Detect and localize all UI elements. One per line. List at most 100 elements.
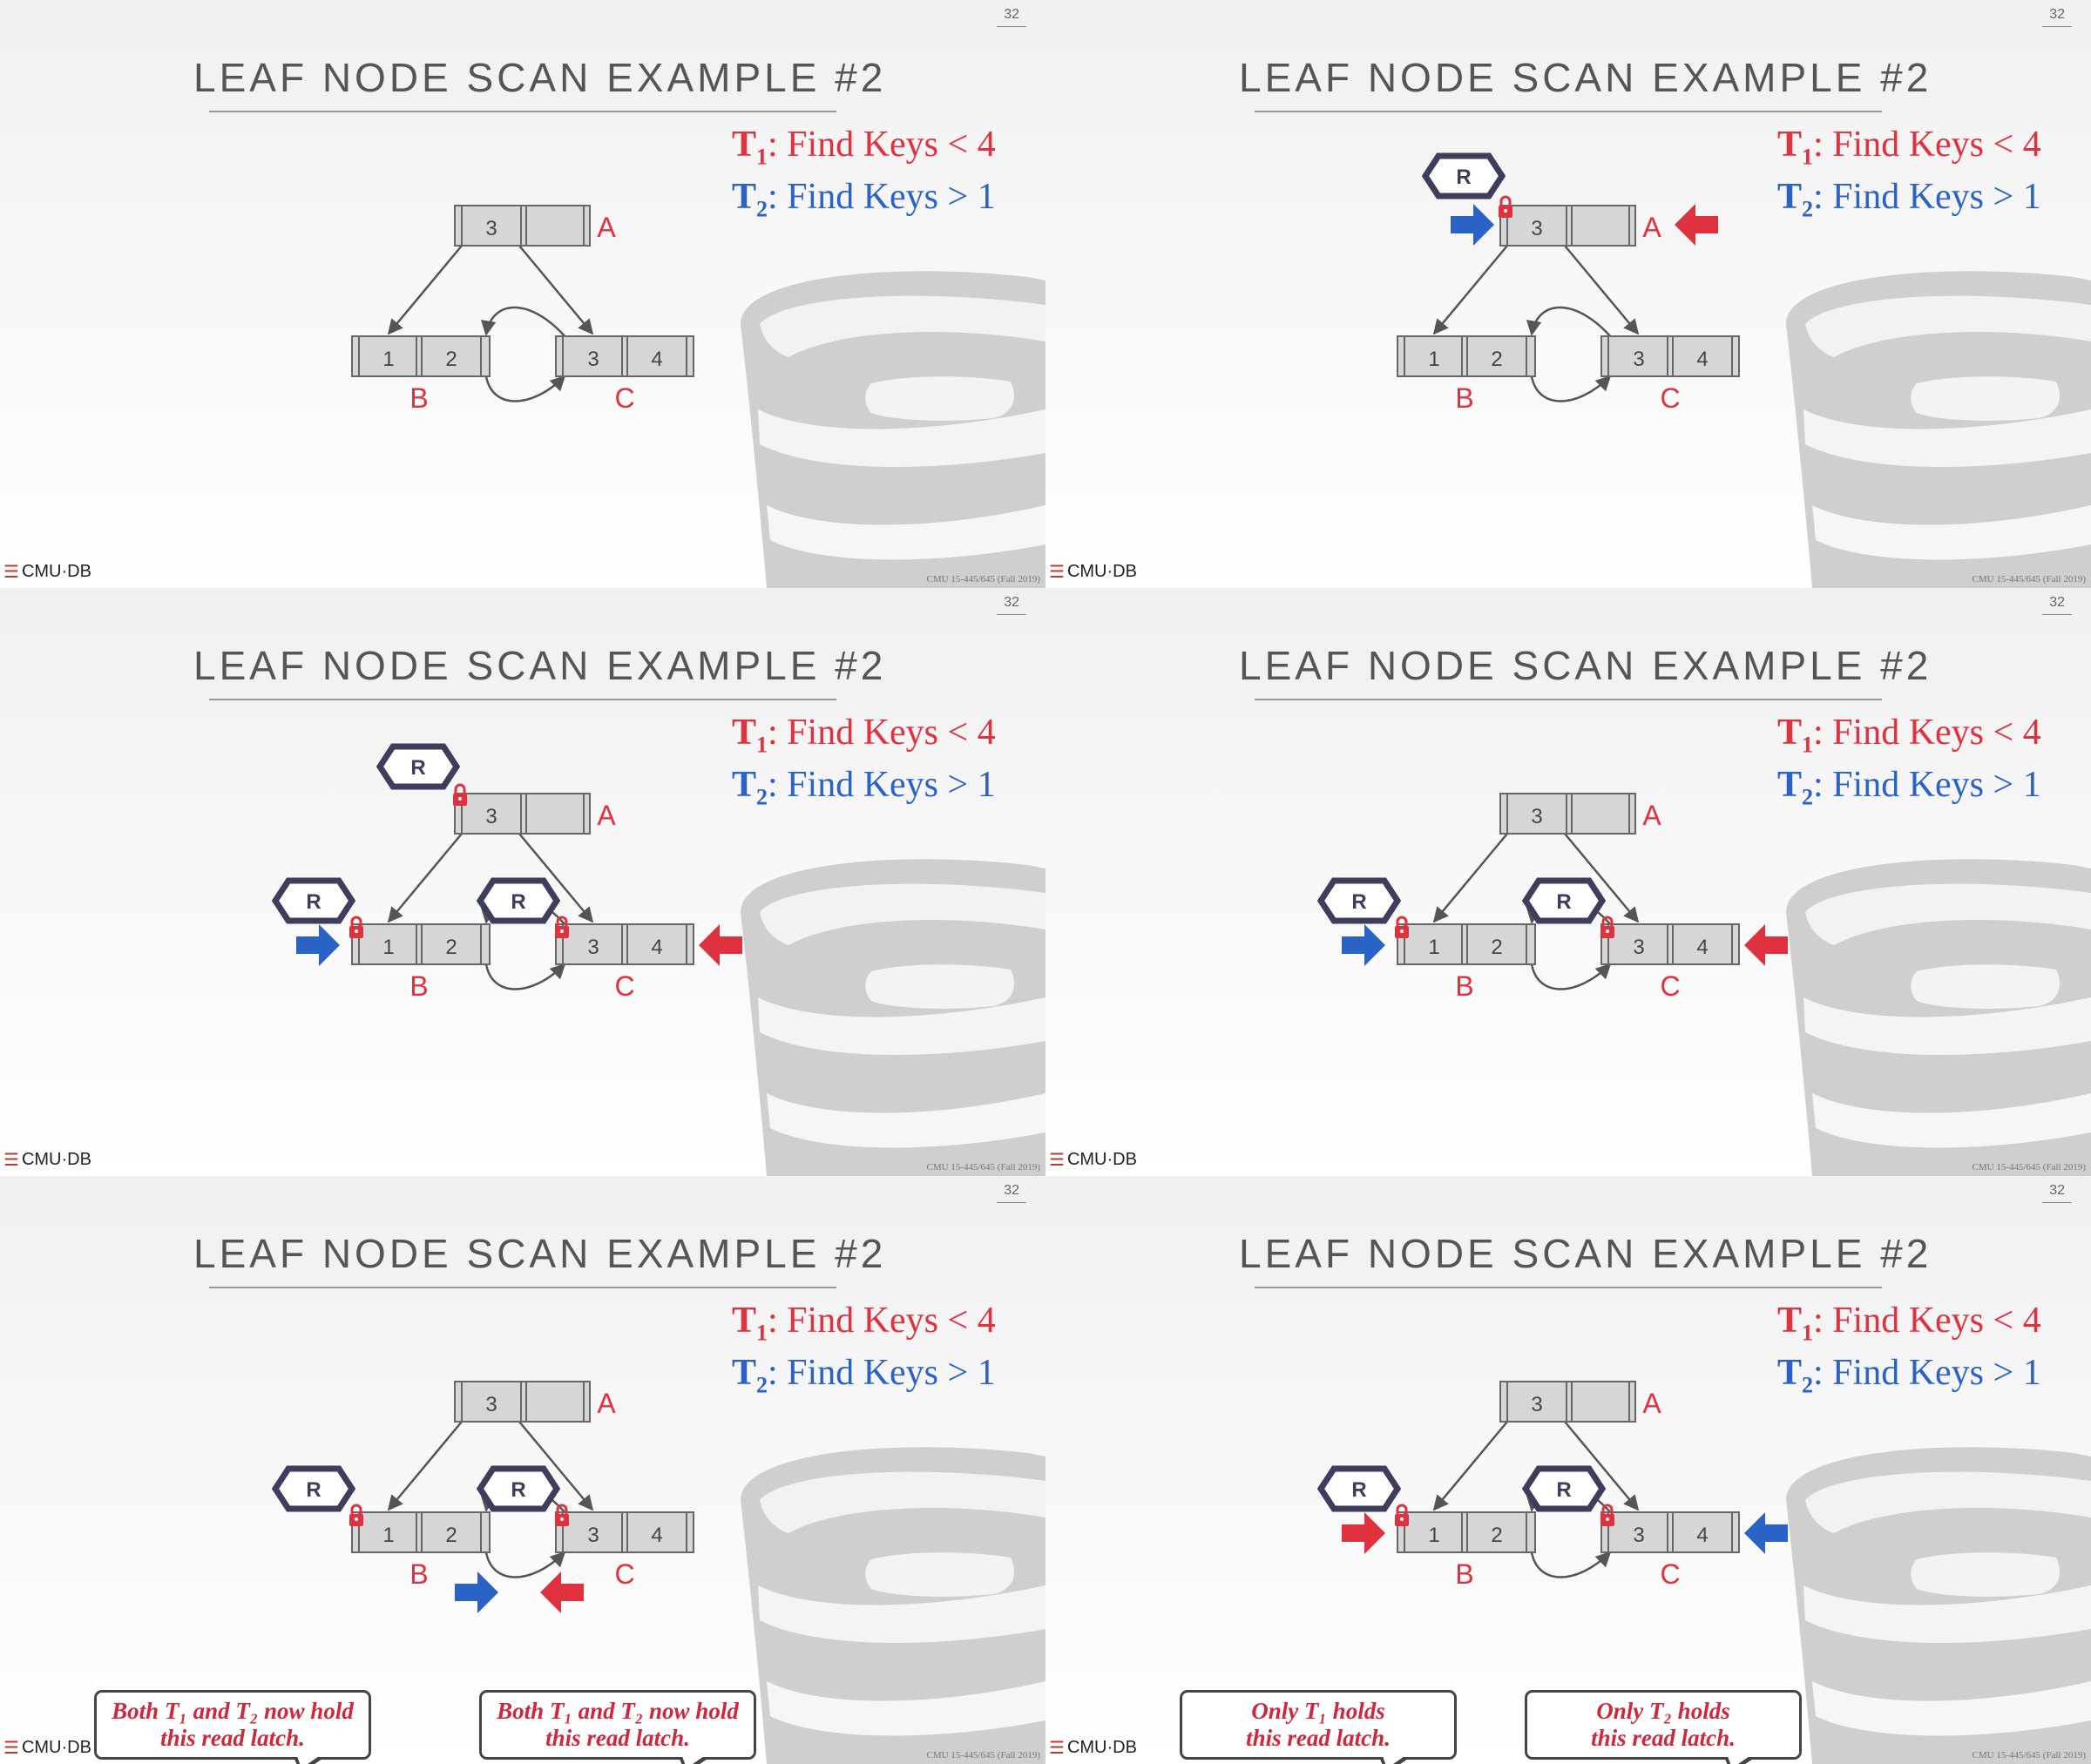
t1-arrow [1675, 204, 1718, 246]
node-c-label: C [614, 1558, 634, 1590]
slide-1: 3 A 1 2 B 3 4 C 32 LE [0, 0, 1046, 588]
node-a: 3 A [454, 205, 616, 247]
bubble-right-line-1: Both T₁ and T₂ now hold [497, 1698, 739, 1724]
bubble-right-line-1: Only T₂ holds [1596, 1698, 1730, 1724]
edge-a-to-b [1432, 245, 1508, 335]
course-footer: CMU 15-445/645 (Fall 2019) [1972, 574, 2086, 585]
latch-b: R [1316, 1465, 1402, 1512]
t2-arrow [1744, 1512, 1788, 1554]
task-t1-sub: 1 [1802, 1320, 1814, 1346]
t2-arrow [1451, 204, 1494, 246]
slide-2: 3 A 1 2 B 3 4 C R 32 L [1046, 0, 2091, 588]
course-footer: CMU 15-445/645 (Fall 2019) [926, 1750, 1040, 1761]
sibling-link-c-to-b [1526, 306, 1613, 339]
edge-a-to-b [387, 1421, 463, 1511]
t2-arrow [455, 1571, 498, 1613]
node-b-key-2: 2 [445, 936, 457, 959]
latch-b: R [271, 877, 356, 924]
task-t2-text: : Find Keys > 1 [1813, 765, 2041, 805]
node-b-label: B [409, 1558, 428, 1590]
edge-a-to-b [1432, 833, 1508, 923]
node-c-label: C [1660, 970, 1680, 1002]
edge-a-to-c [1564, 245, 1640, 335]
lock-c [555, 1504, 569, 1526]
latch-c-label: R [1556, 1478, 1571, 1502]
node-b-key-2: 2 [1491, 348, 1502, 371]
latch-b-label: R [306, 890, 321, 914]
lock-c [1600, 1504, 1614, 1526]
node-a-label: A [1642, 800, 1661, 831]
node-c-key-2: 4 [1696, 1524, 1708, 1547]
task-t2-sub: 2 [1802, 784, 1814, 810]
lock-root [453, 783, 467, 806]
node-b-key-2: 2 [1491, 936, 1502, 959]
task-t2: T2: Find Keys > 1 [1777, 176, 2041, 222]
task-t1-name: T [732, 125, 757, 165]
task-t1-text: : Find Keys < 4 [768, 1301, 996, 1341]
node-a-key: 3 [1531, 217, 1542, 240]
bubble-left-line-1: Only T₁ holds [1251, 1698, 1385, 1724]
node-a-key: 3 [485, 805, 497, 828]
title-underline [1255, 111, 1882, 112]
task-t1: T1: Find Keys < 4 [732, 1300, 996, 1346]
node-b-key-2: 2 [1491, 1524, 1502, 1547]
node-c: 3 4 C [555, 923, 694, 1002]
logo-text: CMU·DB [1066, 562, 1137, 581]
latch-root-label: R [1456, 166, 1471, 189]
task-t2: T2: Find Keys > 1 [1777, 1352, 2041, 1398]
task-t2: T2: Find Keys > 1 [1777, 764, 2041, 810]
logo-text: CMU·DB [1066, 1738, 1137, 1757]
cmu-db-logo: ☰CMU·DB [3, 1149, 91, 1171]
task-t1-text: : Find Keys < 4 [1813, 1301, 2041, 1341]
latch-c: R [1521, 877, 1607, 924]
task-t1-name: T [1777, 125, 1803, 165]
node-c: 3 4 C [1600, 1511, 1740, 1590]
task-t2-sub: 2 [756, 196, 768, 222]
node-b-key-2: 2 [445, 1524, 457, 1547]
database-watermark-icon [1786, 1447, 2091, 1764]
task-t1-sub: 1 [1802, 732, 1814, 758]
cmu-db-logo: ☰CMU·DB [3, 1737, 91, 1759]
task-t1-name: T [732, 1301, 757, 1341]
node-c: 3 4 C [555, 335, 694, 414]
node-a-label: A [597, 1388, 616, 1419]
task-t2-sub: 2 [756, 784, 768, 810]
node-c-key-1: 3 [1633, 1524, 1644, 1547]
latch-b: R [271, 1465, 356, 1512]
task-t1-name: T [1777, 713, 1803, 753]
node-a: 3 A [1499, 793, 1661, 835]
task-t1: T1: Find Keys < 4 [732, 124, 996, 170]
node-b: 1 2 B [1397, 923, 1536, 1002]
slide-graphics: 3 A 1 2 B 3 4 C R [1397, 152, 2091, 588]
node-c-label: C [1660, 1558, 1680, 1590]
lock-c [1600, 916, 1614, 938]
database-logo-icon: ☰ [3, 1151, 19, 1170]
bubble-left-line-1: Both T₁ and T₂ now hold [112, 1698, 354, 1724]
task-t1-sub: 1 [756, 1320, 768, 1346]
latch-root: R [376, 743, 461, 790]
node-a-key: 3 [485, 1393, 497, 1416]
page-number: 32 [997, 7, 1026, 27]
task-t1: T1: Find Keys < 4 [1777, 124, 2041, 170]
logo-text: CMU·DB [21, 1150, 91, 1169]
node-b: 1 2 B [351, 335, 491, 414]
node-c-key-2: 4 [651, 348, 662, 371]
title-underline [209, 1287, 836, 1288]
lock-root [1499, 195, 1512, 218]
node-a: 3 A [1499, 205, 1661, 247]
bubble-left-line-2: this read latch. [1246, 1725, 1391, 1751]
node-c-label: C [614, 382, 634, 414]
node-a: 3 A [454, 1381, 616, 1423]
database-logo-icon: ☰ [1049, 563, 1065, 582]
sibling-link-b-to-c [484, 1551, 566, 1578]
page-number: 32 [997, 1183, 1026, 1203]
task-t1-text: : Find Keys < 4 [1813, 125, 2041, 165]
task-t1: T1: Find Keys < 4 [1777, 712, 2041, 758]
node-c-key-1: 3 [1633, 348, 1644, 371]
